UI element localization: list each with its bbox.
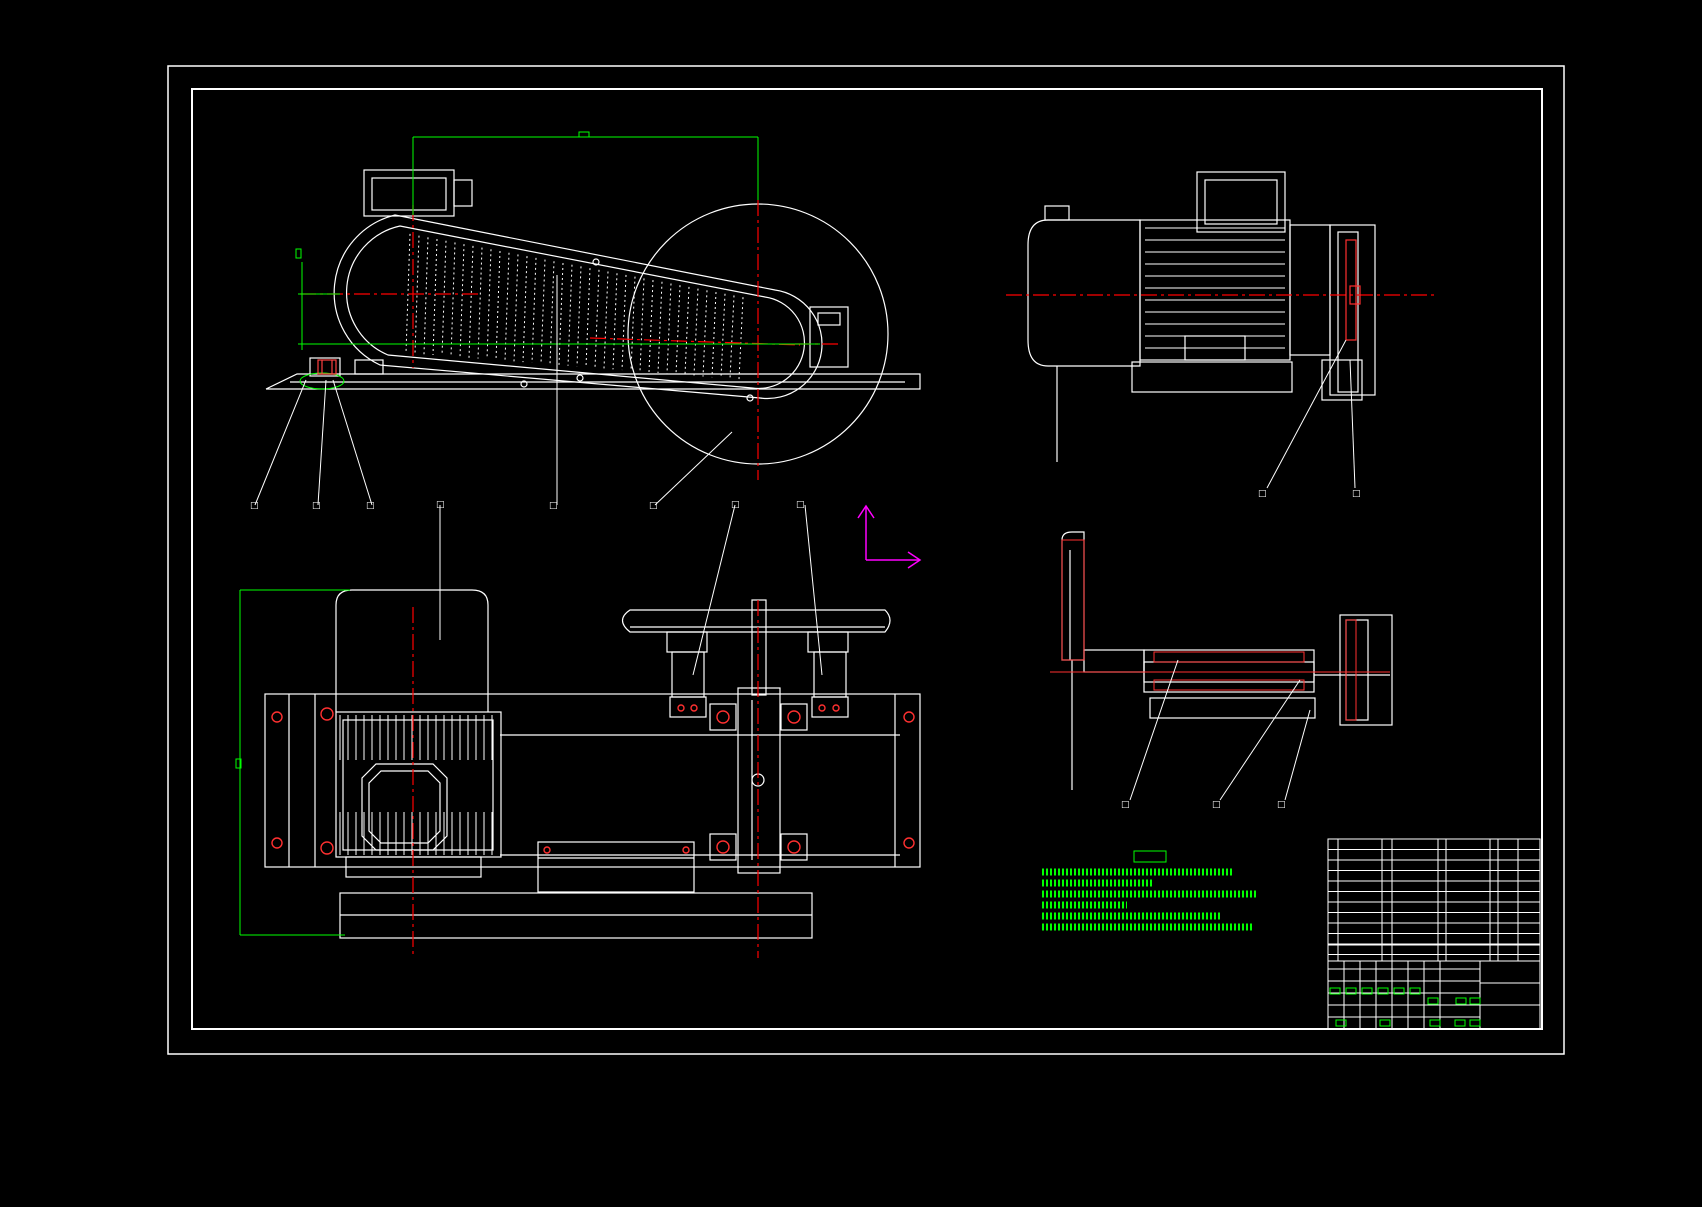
leader-tags-side: □ □	[1258, 489, 1361, 499]
outer-sheet-border	[167, 65, 1565, 1055]
vent-slot	[612, 273, 618, 370]
side-view-red-parts	[1345, 239, 1361, 341]
front-base-bolt	[317, 359, 337, 375]
vent-slot	[585, 268, 591, 368]
leader-lines-side	[1266, 339, 1356, 489]
title-stamp	[1455, 997, 1467, 1005]
vent-slot	[711, 292, 717, 378]
vent-slot	[729, 295, 735, 379]
vent-slot	[540, 259, 546, 364]
leader-tag: □	[1277, 800, 1286, 810]
vent-slot	[603, 271, 609, 369]
vent-slot	[432, 239, 438, 355]
vent-slot	[657, 281, 663, 373]
title-stamp	[1393, 987, 1405, 995]
vent-slot	[441, 240, 447, 356]
vent-slot	[477, 247, 483, 359]
top-view-bolts	[271, 704, 915, 855]
leader-tag: □	[250, 501, 259, 511]
front-view	[265, 169, 921, 465]
vent-slot	[504, 252, 510, 361]
technical-notes	[1042, 850, 1257, 931]
ucs-axis-icon	[857, 504, 922, 569]
leader-tags-section: □ □ □	[1121, 800, 1286, 810]
vent-slot	[558, 262, 564, 366]
leader-tag: □	[1212, 800, 1221, 810]
vent-slot	[549, 261, 555, 365]
title-block-grid	[1328, 838, 1540, 1029]
leader-tag: □	[1258, 489, 1267, 499]
title-stamp	[1454, 1019, 1466, 1027]
vent-slot	[639, 278, 645, 372]
vent-slot	[702, 290, 708, 377]
vent-slot	[648, 280, 654, 373]
leader-tag: □	[366, 501, 375, 511]
vent-slot	[576, 266, 582, 367]
vent-slot	[468, 245, 474, 358]
top-view-dimensions	[235, 589, 350, 936]
vent-slot	[486, 249, 492, 360]
vent-slot	[738, 297, 744, 380]
front-view-dimensions	[295, 131, 820, 390]
leader-tag: □	[312, 501, 321, 511]
title-stamp	[1377, 987, 1389, 995]
vent-slot	[621, 274, 627, 371]
title-stamp	[1469, 1019, 1481, 1027]
title-stamp	[1379, 1019, 1391, 1027]
vent-slot	[594, 269, 600, 368]
side-view-fins	[1145, 227, 1285, 349]
title-stamp	[1329, 987, 1341, 995]
title-stamp	[1345, 987, 1357, 995]
leader-tag: □	[549, 501, 558, 511]
vent-slot	[459, 244, 465, 358]
leader-tags-left: □ □ □ □ □ □ □ □	[250, 500, 805, 511]
section-view-hatching	[1050, 539, 1390, 721]
vent-slot	[666, 283, 672, 374]
title-stamp	[1427, 997, 1439, 1005]
leader-tag: □	[649, 501, 658, 511]
leader-tag: □	[731, 500, 740, 510]
leader-tag: □	[1121, 800, 1130, 810]
leader-lines-left	[254, 275, 823, 676]
vent-slot	[630, 276, 636, 371]
vent-slot	[450, 242, 456, 357]
vent-slot	[495, 250, 501, 361]
leader-tag: □	[436, 500, 445, 510]
title-stamp	[1429, 1019, 1441, 1027]
leader-tag: □	[796, 500, 805, 510]
title-stamp	[1469, 997, 1481, 1005]
title-block-green	[1329, 987, 1481, 1027]
title-stamp	[1361, 987, 1373, 995]
title-stamp	[1409, 987, 1421, 995]
vent-slot	[720, 293, 726, 379]
vent-slot	[567, 264, 573, 366]
leader-tag: □	[1352, 489, 1361, 499]
motor-cooling-fins	[339, 715, 493, 855]
belt-guard-vent-pattern	[405, 233, 744, 380]
inner-drawing-frame	[191, 88, 1543, 1030]
title-stamp	[1335, 1019, 1347, 1027]
leader-lines-section	[1129, 659, 1311, 801]
top-view-centerlines	[412, 600, 759, 958]
